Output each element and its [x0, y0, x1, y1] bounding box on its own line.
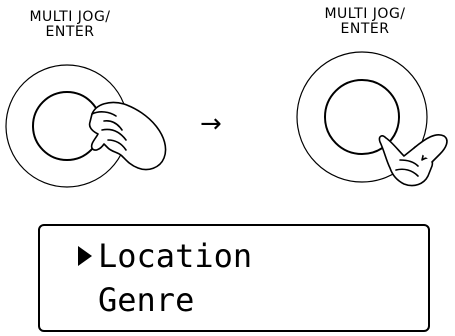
hand-rotating-icon	[90, 102, 166, 169]
lcd-menu-item-genre: Genre	[98, 282, 194, 318]
transition-arrow-icon: →	[200, 109, 222, 139]
lcd-line-2-text: Genre	[98, 281, 194, 319]
knob-illustration: →	[0, 0, 455, 215]
hand-pressing-icon	[379, 135, 447, 186]
lcd-line-1-text: Location	[98, 237, 252, 275]
lcd-display: Location Genre	[38, 224, 430, 332]
selection-cursor-icon	[78, 246, 92, 266]
lcd-menu-item-location: Location	[78, 238, 252, 274]
